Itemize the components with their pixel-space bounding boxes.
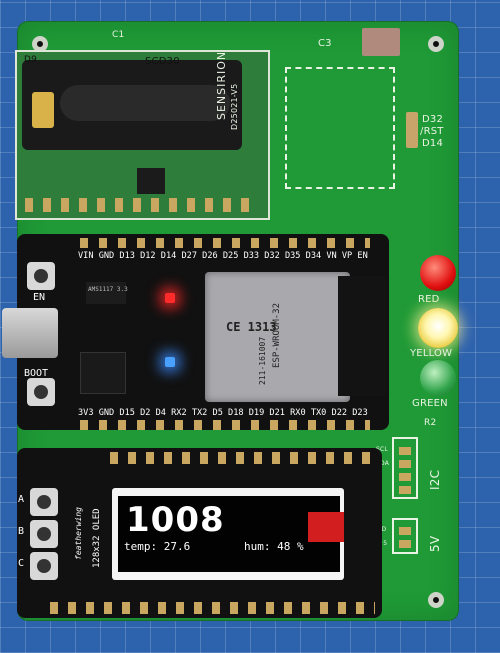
sensor-marking: D25021-V5 — [230, 83, 239, 130]
status-led-blue — [165, 357, 175, 367]
esp32-bottom-pin-labels: 3V3 GND D15 D2 D4 RX2 TX2 D5 D18 D19 D21… — [78, 408, 368, 418]
scd30-model-label: SCD30 — [145, 56, 180, 67]
five-v-connector-outline — [392, 518, 418, 554]
usb-port[interactable] — [2, 308, 58, 358]
mounting-hole — [32, 36, 48, 52]
green-led-label: GREEN — [412, 398, 448, 409]
green-led — [420, 360, 456, 396]
sensor-ic-chip — [137, 168, 165, 194]
power-led-red — [165, 293, 175, 303]
ref-c3: C3 — [318, 38, 332, 49]
esp32-antenna — [338, 276, 386, 396]
yellow-led — [418, 308, 458, 348]
esp32-cert-number: 211-161007 — [258, 336, 267, 385]
esp32-ce-label: CE 1313 — [226, 320, 277, 334]
button-a-label: A — [18, 494, 25, 505]
featherwing-button-c[interactable] — [30, 552, 58, 580]
yellow-led-label: YELLOW — [410, 348, 453, 359]
i2c-connector-outline — [392, 437, 418, 499]
five-v-label: 5V — [428, 535, 442, 552]
i2c-label: I2C — [428, 469, 442, 490]
ref-c1: C1 — [112, 30, 125, 40]
button-b-label: B — [18, 526, 25, 537]
mounting-hole — [428, 592, 444, 608]
en-reset-button[interactable] — [27, 262, 55, 290]
featherwing-button-a[interactable] — [30, 488, 58, 516]
label-d32: D32 — [422, 114, 444, 125]
voltage-regulator — [86, 282, 126, 304]
sda-label: SDA — [376, 460, 390, 467]
red-led-label: RED — [418, 294, 440, 305]
featherwing-button-b[interactable] — [30, 520, 58, 548]
feather-top-header — [110, 452, 375, 464]
c3-footprint-outline — [285, 67, 395, 189]
esp32-top-pin-labels: VIN GND D13 D12 D14 D27 D26 D25 D33 D32 … — [78, 251, 368, 261]
i2c-connector-pins — [399, 444, 411, 494]
boot-button-label: BOOT — [24, 368, 49, 379]
red-led — [420, 255, 456, 291]
copper-pad-top — [362, 28, 400, 56]
jumper-pads — [406, 112, 418, 148]
ref-d9: D9 — [24, 55, 38, 65]
usb-serial-chip — [80, 352, 126, 394]
ref-r2: R2 — [424, 418, 437, 428]
feather-bottom-header — [50, 602, 375, 614]
button-c-label: C — [18, 558, 25, 569]
esp32-module-name: ESP-WROOM-32 — [272, 302, 282, 368]
sensirion-brand-label: SENSIRION — [215, 50, 228, 120]
esp-wroom-32-module — [205, 272, 350, 402]
label-d14: D14 — [422, 138, 444, 149]
mounting-hole — [428, 36, 444, 52]
featherwing-title: 128x32 OLED — [92, 508, 102, 568]
temperature-readout: temp: 27.6 — [124, 540, 191, 553]
sensor-gold-window — [32, 92, 54, 128]
sensor-header-pins — [25, 198, 255, 212]
scl-label: SCL — [376, 446, 388, 453]
co2-value: 1008 — [126, 500, 225, 540]
featherwing-subtitle: featherwing — [74, 507, 83, 560]
oled-display — [118, 496, 340, 572]
regulator-marking: AMS1117 3.3 — [88, 286, 128, 293]
en-button-label: EN — [33, 292, 46, 303]
humidity-readout: hum: 48 % — [244, 540, 304, 553]
esp32-top-header-pins — [80, 238, 370, 248]
oled-flex-cable — [308, 512, 344, 542]
label-rst: /RST — [420, 126, 444, 137]
plus5-label: +5 — [378, 540, 388, 547]
esp32-bottom-header-pins — [80, 420, 370, 430]
scd30-optical-tube — [60, 85, 230, 121]
boot-button[interactable] — [27, 378, 55, 406]
five-v-connector-pins — [399, 524, 411, 548]
